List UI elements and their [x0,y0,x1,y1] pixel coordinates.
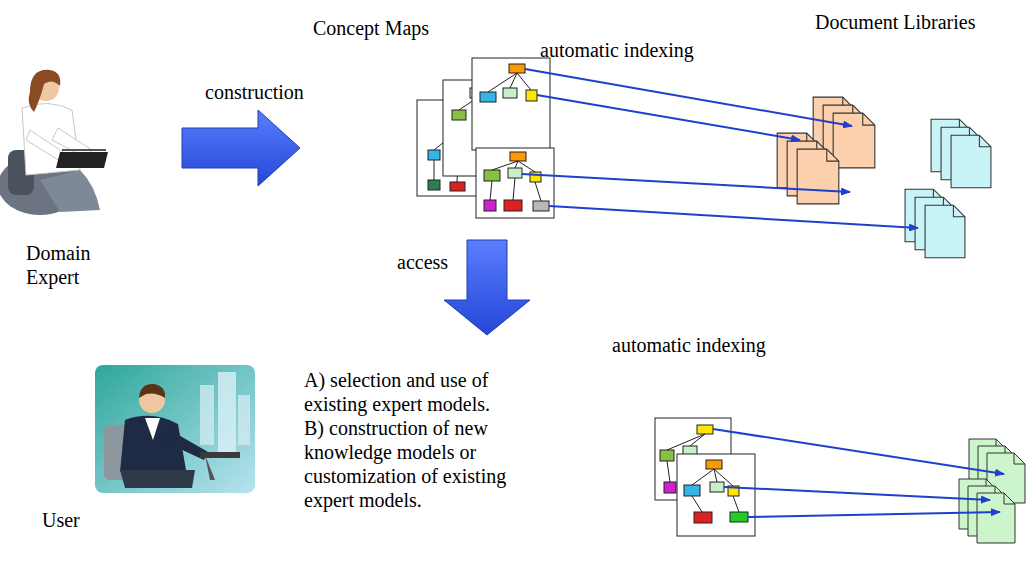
indexing-arrow [549,206,918,228]
concept-map-stack [530,172,541,182]
concept-map-stack [428,180,440,190]
user-figure [120,470,195,488]
user-figure [200,452,240,458]
user-figure [218,372,236,452]
construction-arrow [182,110,300,186]
concept-map-stack [697,425,713,434]
user-figure [95,365,255,493]
access-arrow [444,240,530,335]
concept-map-stack [664,482,676,493]
label-text: User [42,508,80,532]
document-stack [951,135,991,188]
concept-map-stack [692,469,739,512]
concept-map-stack [510,152,526,161]
indexing-arrow [522,174,850,192]
concept-map-stack [706,460,722,469]
concept-map-stack [503,88,517,98]
document-stack [797,149,839,204]
domain-expert-figure [56,152,108,168]
indexing-arrow [724,487,990,500]
construction-arrow [182,110,300,186]
label-text: construction [205,80,304,104]
indexing-arrow [522,69,1004,517]
label-text: automatic indexing [540,38,694,62]
concept-map-stack [655,418,755,536]
concept-map-stack [452,110,466,120]
label-text: A) selection and use of existing expert … [304,368,536,416]
document-stack [925,205,965,258]
label-text: Domain Expert [26,241,104,289]
concept-map-stack [508,168,522,178]
domain-expert-figure [40,170,100,212]
concept-map-stack [490,161,541,201]
label-text: B) construction of new knowledge models … [304,416,536,512]
concept-map-stack [677,454,755,536]
concept-map-stack [488,73,531,92]
indexing-arrow [537,95,800,140]
concept-map-stack [710,482,724,492]
label-text: access [397,250,448,274]
concept-map-stack [476,148,554,218]
document-stack [905,119,991,258]
concept-map-stack [480,92,496,102]
user-figure [205,455,215,480]
concept-map-stack [684,485,700,496]
indexing-arrow [748,512,1000,517]
label-text: automatic indexing [612,333,766,357]
domain-expert-figure [62,149,106,151]
concept-map-stack [660,450,674,461]
domain-expert-figure [0,70,108,215]
document-stack [959,439,1025,543]
concept-map-stack [428,150,440,160]
label-text: Concept Maps [313,16,429,40]
concept-map-stack [694,512,712,523]
concept-map-stack [504,200,522,211]
indexing-arrow [713,429,1004,474]
label-text: Document Libraries [815,10,976,34]
user-figure [95,365,255,493]
concept-map-stack [509,64,525,73]
concept-map-stack [417,58,554,218]
user-figure [139,384,165,398]
concept-map-stack [484,170,500,181]
concept-map-stack [730,512,748,522]
user-figure [145,418,160,440]
document-stack [833,113,875,168]
user-figure [200,385,214,445]
user-figure [238,395,250,445]
concept-map-stack [484,200,496,211]
domain-expert-figure [29,70,61,112]
concept-map-stack [533,201,549,211]
indexing-arrow [525,69,852,126]
access-arrow [444,240,530,335]
concept-map-stack [450,182,465,191]
concept-map-stack [526,90,537,101]
